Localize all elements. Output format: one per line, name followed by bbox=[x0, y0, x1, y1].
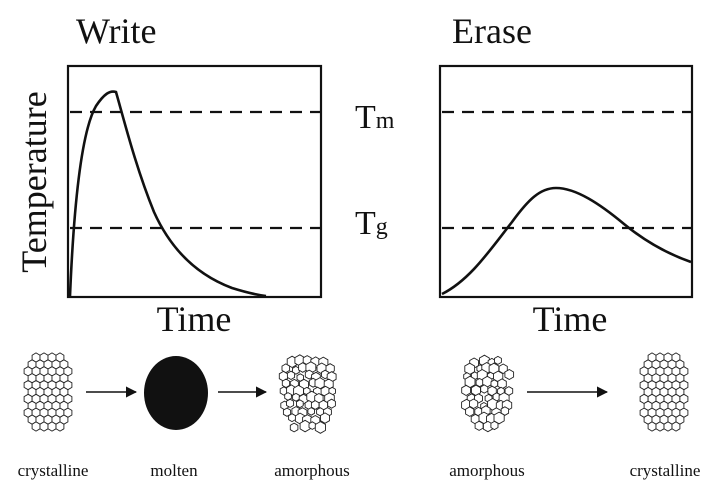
erase-temperature-curve bbox=[442, 188, 691, 294]
write-temperature-curve bbox=[70, 92, 266, 296]
hexagon-cell bbox=[495, 356, 502, 364]
hexagon-cell bbox=[475, 421, 483, 430]
erase-title: Erase bbox=[452, 11, 532, 51]
hexagon-cell bbox=[672, 422, 680, 431]
write-title: Write bbox=[76, 11, 157, 51]
hexagon-cell bbox=[498, 379, 507, 389]
state-label-amorphous: amorphous bbox=[449, 461, 525, 480]
molten-blob-icon bbox=[144, 356, 208, 430]
crystalline-cluster-icon bbox=[24, 353, 72, 431]
hexagon-cell bbox=[56, 422, 64, 431]
hexagon-cell bbox=[505, 370, 514, 380]
write-plot-frame bbox=[68, 66, 321, 297]
hexagon-cell bbox=[648, 422, 656, 431]
hexagon-cell bbox=[656, 422, 664, 431]
state-label-crystalline: crystalline bbox=[630, 461, 701, 480]
hexagon-cell bbox=[491, 421, 498, 429]
hexagon-cell bbox=[309, 422, 316, 430]
crystalline-cluster-icon bbox=[640, 353, 688, 431]
hexagon-cell bbox=[328, 399, 336, 408]
hexagon-cell bbox=[321, 413, 330, 423]
glass-temperature-label: Tg bbox=[355, 205, 388, 242]
state-label-molten: molten bbox=[150, 461, 198, 480]
hexagon-cell bbox=[48, 422, 56, 431]
hexagon-cell bbox=[297, 400, 304, 408]
amorphous-cluster-icon bbox=[279, 355, 336, 434]
write-time-label: Time bbox=[157, 299, 232, 339]
hexagon-cell bbox=[466, 407, 474, 417]
erase-plot bbox=[440, 66, 692, 297]
state-label-crystalline: crystalline bbox=[18, 461, 89, 480]
hexagon-cell bbox=[481, 385, 488, 393]
hexagon-cell bbox=[462, 385, 471, 395]
hexagon-cell bbox=[308, 408, 315, 416]
hexagon-cell bbox=[315, 422, 325, 434]
state-label-amorphous: amorphous bbox=[274, 461, 350, 480]
hexagon-cell bbox=[290, 423, 298, 432]
hexagon-cell bbox=[293, 393, 300, 401]
hexagon-cell bbox=[664, 422, 672, 431]
hexagon-cell bbox=[287, 399, 294, 407]
hexagon-cell bbox=[289, 414, 296, 422]
erase-time-label: Time bbox=[533, 299, 608, 339]
hexagon-cell bbox=[32, 422, 40, 431]
melting-temperature-label: Tm bbox=[355, 99, 395, 136]
hexagon-cell bbox=[40, 422, 48, 431]
temperature-axis-label: Temperature bbox=[14, 91, 54, 272]
erase-plot-frame bbox=[440, 66, 692, 297]
hexagon-cell bbox=[287, 371, 294, 379]
amorphous-cluster-icon bbox=[462, 355, 514, 432]
write-plot bbox=[68, 66, 321, 297]
